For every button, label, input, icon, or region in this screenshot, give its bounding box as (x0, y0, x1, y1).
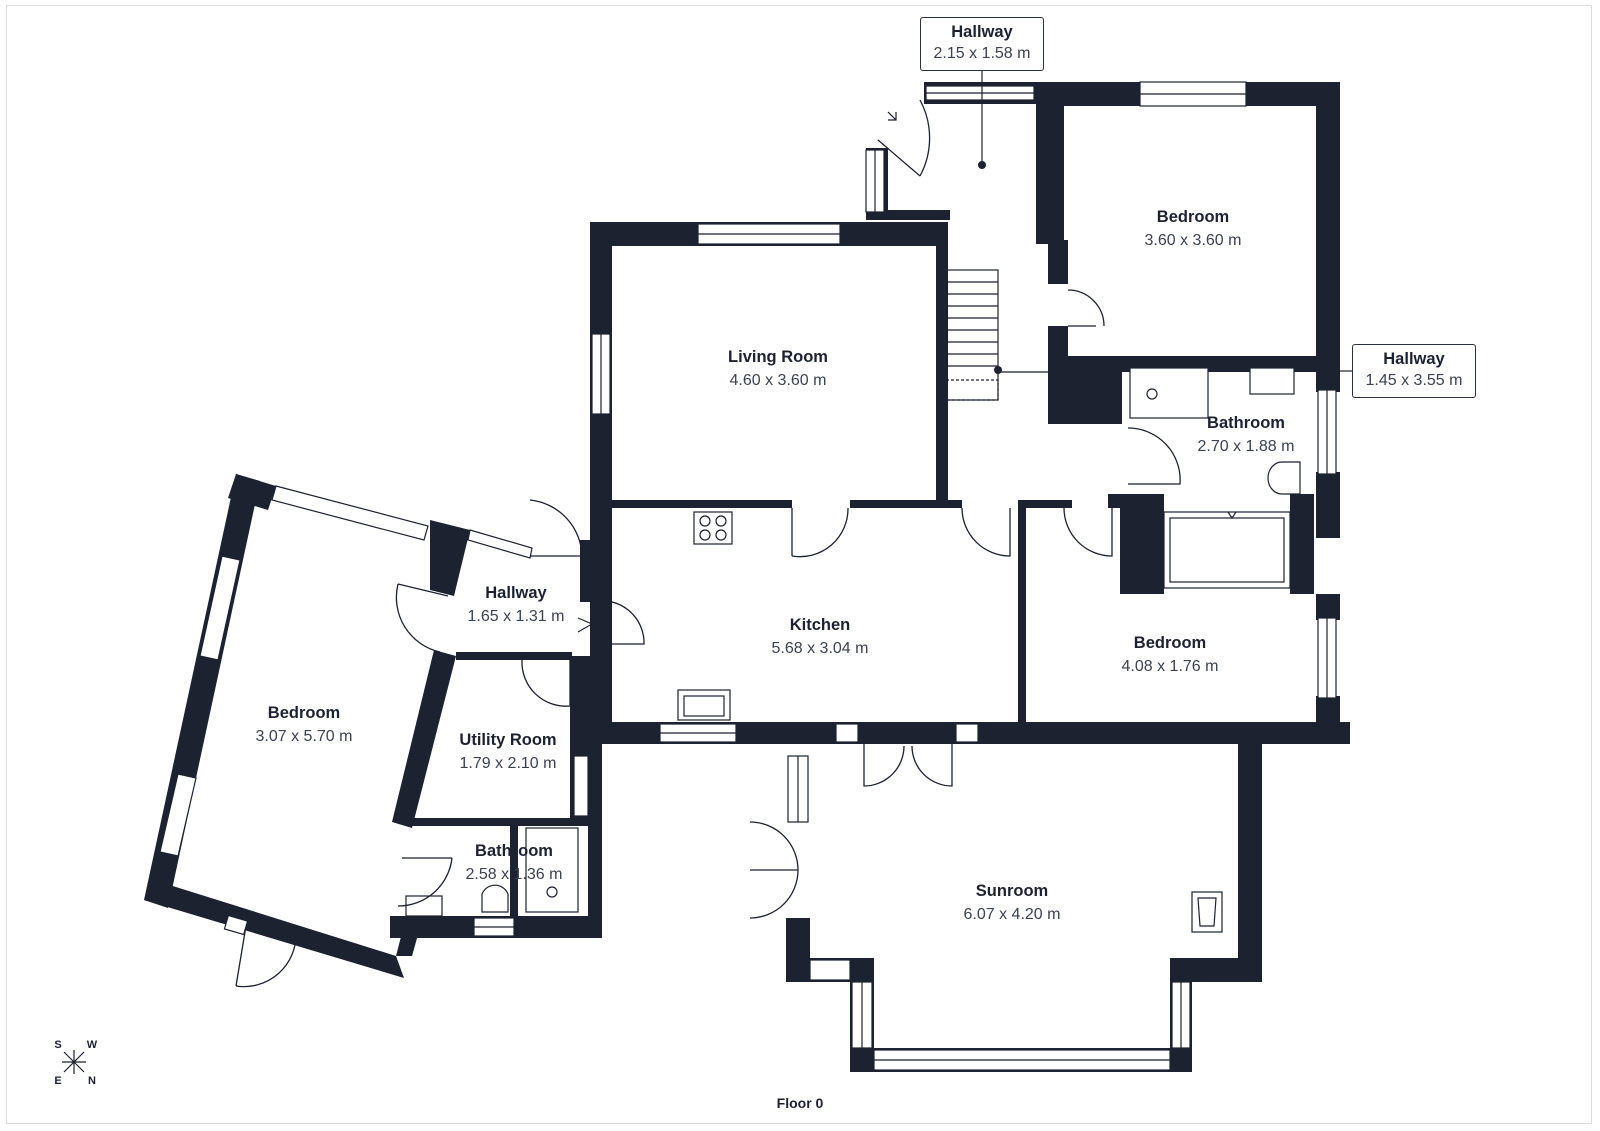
hob (693, 511, 733, 545)
svg-text:Living Room: Living Room (728, 348, 828, 366)
callout-name: Hallway (1383, 350, 1445, 368)
staircase[interactable] (945, 269, 1002, 401)
callout-dims: 1.45 x 3.55 m (1365, 372, 1463, 389)
room-label-bedroom-west: Bedroom 3.07 x 5.70 m (256, 704, 353, 745)
toilet-bathroom-main (1267, 461, 1301, 495)
room-label-bathroom-small: Bathroom 2.58 x 1.36 m (466, 842, 563, 883)
double-door-sunroom[interactable] (863, 744, 953, 787)
door-bedroom-west[interactable] (395, 583, 449, 653)
window-utility (573, 755, 589, 817)
svg-text:6.07 x 4.20 m: 6.07 x 4.20 m (964, 906, 1061, 923)
room-label-living-room: Living Room 4.60 x 3.60 m (728, 348, 828, 389)
french-doors-sunroom[interactable] (749, 821, 799, 919)
svg-text:4.60 x 3.60 m: 4.60 x 3.60 m (730, 372, 827, 389)
room-label-kitchen: Kitchen 5.68 x 3.04 m (772, 616, 869, 657)
door-kitchen-east[interactable] (961, 507, 1011, 557)
floor-label: Floor 0 (776, 1095, 824, 1111)
shower-tray (1129, 367, 1209, 419)
door-hallway-west-north[interactable] (529, 499, 583, 557)
walls-bedroom-mid (1026, 494, 1340, 744)
shower-bathroom-small (525, 827, 579, 913)
svg-text:Bathroom: Bathroom (1207, 414, 1285, 432)
callout-dims: 2.15 x 1.58 m (933, 45, 1031, 62)
svg-text:Hallway: Hallway (485, 584, 547, 602)
window-bedroom-west-side (199, 555, 241, 661)
room-label-bedroom-mid: Bedroom 4.08 x 1.76 m (1122, 634, 1219, 675)
room-label-bedroom-ne: Bedroom 3.60 x 3.60 m (1145, 208, 1242, 249)
room-label-bathroom-main: Bathroom 2.70 x 1.88 m (1198, 414, 1295, 455)
svg-text:3.07 x 5.70 m: 3.07 x 5.70 m (256, 728, 353, 745)
svg-text:Kitchen: Kitchen (790, 616, 851, 634)
kitchen-sink (677, 689, 731, 721)
door-hallway-kitchen[interactable] (591, 600, 645, 645)
svg-text:Utility Room: Utility Room (459, 731, 556, 749)
svg-text:S: S (54, 1039, 61, 1051)
svg-text:W: W (87, 1039, 98, 1051)
drawing-frame (6, 5, 1592, 1124)
door-bedroom-ne[interactable] (1067, 289, 1105, 327)
svg-text:4.08 x 1.76 m: 4.08 x 1.76 m (1122, 658, 1219, 675)
svg-text:Bedroom: Bedroom (1134, 634, 1206, 652)
svg-text:2.70 x 1.88 m: 2.70 x 1.88 m (1198, 438, 1295, 455)
window-bedroom-west-north (271, 485, 429, 541)
svg-text:2.58 x 1.36 m: 2.58 x 1.36 m (466, 866, 563, 883)
svg-text:3.60 x 3.60 m: 3.60 x 3.60 m (1145, 232, 1242, 249)
stove-sunroom (1191, 891, 1223, 933)
walls-entrance (866, 82, 1122, 424)
toilet-bathroom-small (481, 884, 509, 913)
front-door[interactable] (877, 99, 931, 177)
svg-text:Bedroom: Bedroom (1157, 208, 1229, 226)
walls-bedroom-ne (1036, 82, 1340, 392)
walls-hallway-west (570, 540, 592, 760)
svg-text:E: E (54, 1075, 61, 1087)
walls-living-room (590, 222, 962, 512)
svg-text:1.79 x 2.10 m: 1.79 x 2.10 m (460, 755, 557, 772)
svg-text:N: N (88, 1075, 96, 1087)
room-label-utility-room: Utility Room 1.79 x 2.10 m (459, 731, 556, 772)
svg-text:Bedroom: Bedroom (268, 704, 340, 722)
room-label-sunroom: Sunroom 6.07 x 4.20 m (964, 882, 1061, 923)
bathtub (1163, 511, 1291, 589)
svg-text:5.68 x 3.04 m: 5.68 x 3.04 m (772, 640, 869, 657)
room-label-hallway-west: Hallway 1.65 x 1.31 m (468, 584, 565, 625)
door-utility[interactable] (521, 659, 571, 707)
svg-text:1.65 x 1.31 m: 1.65 x 1.31 m (468, 608, 565, 625)
compass-icon: S W E N (54, 1039, 97, 1087)
svg-text:Bathroom: Bathroom (475, 842, 553, 860)
door-living-room[interactable] (791, 507, 849, 558)
door-bedroom-mid[interactable] (1063, 507, 1113, 557)
sink-bathroom-main (1249, 367, 1295, 395)
callout-hallway-entrance: Hallway 2.15 x 1.58 m (920, 17, 1044, 71)
walls-bathroom-main (1120, 472, 1340, 594)
svg-text:Sunroom: Sunroom (976, 882, 1048, 900)
door-bedroom-west-exterior[interactable] (235, 925, 297, 988)
callout-hallway-east: Hallway 1.45 x 3.55 m (1352, 344, 1476, 398)
door-bathroom-main[interactable] (1127, 427, 1181, 485)
callout-name: Hallway (951, 23, 1013, 41)
door-bathroom-small[interactable] (397, 857, 453, 907)
